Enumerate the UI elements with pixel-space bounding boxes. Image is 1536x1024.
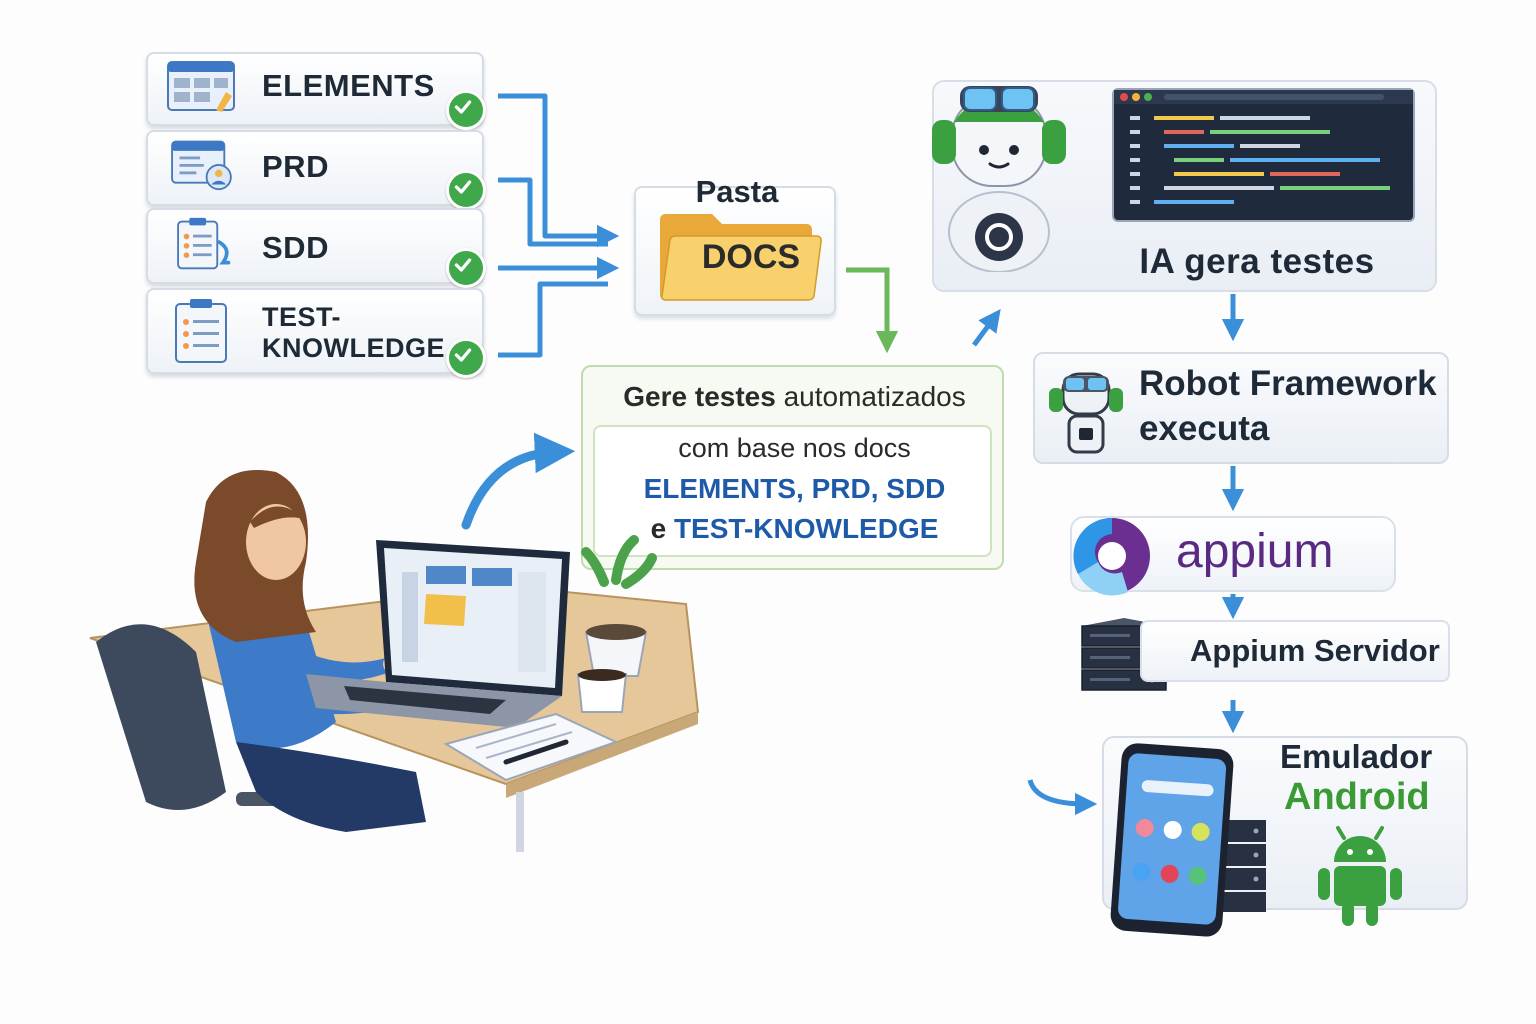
folder-icon [660, 214, 822, 301]
doc-card-elements: ELEMENTS [146, 52, 486, 130]
robot-framework-card: Robot Framework executa [1033, 352, 1449, 464]
check-icon [446, 338, 486, 378]
pasta-docs-card: Pasta DOCS [634, 174, 836, 316]
prompt-line3: ELEMENTS, PRD, SDD [643, 473, 946, 504]
appium-server-label: Appium Servidor [1190, 633, 1440, 668]
pasta-folder-label: DOCS [701, 238, 801, 276]
code-lines-icon [1114, 90, 1413, 204]
doc-label-elements: ELEMENTS [262, 68, 435, 103]
doc-card-prd: PRD [146, 130, 486, 210]
appium-logo-icon [1073, 517, 1150, 596]
arrow-elements-to-docs [498, 93, 620, 248]
ia-label: IA gera testes [1139, 242, 1375, 281]
ai-robot-icon [932, 86, 1066, 272]
check-icon [446, 170, 486, 210]
document-user-icon [171, 140, 232, 191]
appium-card: appium [1070, 516, 1396, 596]
doc-label-test-knowledge-2: KNOWLEDGE [262, 333, 445, 363]
robot-framework-label: Robot Framework [1139, 364, 1437, 403]
doc-label-prd: PRD [262, 149, 329, 184]
check-icon [446, 90, 486, 130]
server-stack-icon [1081, 618, 1167, 691]
clipboard-sync-icon [177, 217, 231, 270]
robot-framework-icon [1049, 372, 1123, 454]
prompt-line1: Gere testes automatizados [583, 381, 1006, 413]
clipboard-list-icon [175, 299, 227, 363]
arrow-prd-to-docs [498, 177, 608, 247]
android-robot-icon [1318, 826, 1402, 926]
check-icon [446, 248, 486, 288]
doc-label-sdd: SDD [262, 230, 329, 265]
arrow-docs-to-prompt [846, 267, 899, 354]
prompt-line2: com base nos docs [678, 433, 911, 463]
prompt-line4: e TEST-KNOWLEDGE [595, 513, 994, 545]
emulator-label: Emulador [1280, 738, 1433, 775]
server-behind-phone-icon [1220, 820, 1266, 912]
prompt-line4-prefix: e [650, 513, 674, 544]
arrow-tk-to-docs [498, 281, 608, 358]
appium-label: appium [1176, 525, 1334, 578]
pasta-title: Pasta [695, 174, 779, 209]
prompt-box: Gere testes automatizados com base nos d… [581, 365, 1004, 570]
code-editor-window [1112, 88, 1415, 222]
robot-framework-sublabel: executa [1139, 409, 1270, 448]
android-label: Android [1284, 776, 1430, 818]
prompt-inner-box: com base nos docs ELEMENTS, PRD, SDD e T… [593, 425, 992, 557]
prompt-line1-rest: automatizados [775, 381, 966, 412]
doc-label-test-knowledge-1: TEST- [262, 302, 342, 332]
person-at-laptop-illustration [89, 470, 700, 852]
doc-card-sdd: SDD [146, 208, 486, 288]
layout-grid-icon [167, 61, 235, 112]
appium-server-card: Appium Servidor [1140, 620, 1450, 682]
doc-card-test-knowledge: TEST- KNOWLEDGE [146, 288, 486, 378]
arrow-into-emulator [1027, 779, 1098, 816]
smartphone-icon [1110, 743, 1234, 937]
prompt-line4-bold: TEST-KNOWLEDGE [673, 513, 939, 544]
arrow-prompt-to-ia [971, 308, 1001, 347]
prompt-line1-bold: Gere testes [623, 381, 776, 412]
